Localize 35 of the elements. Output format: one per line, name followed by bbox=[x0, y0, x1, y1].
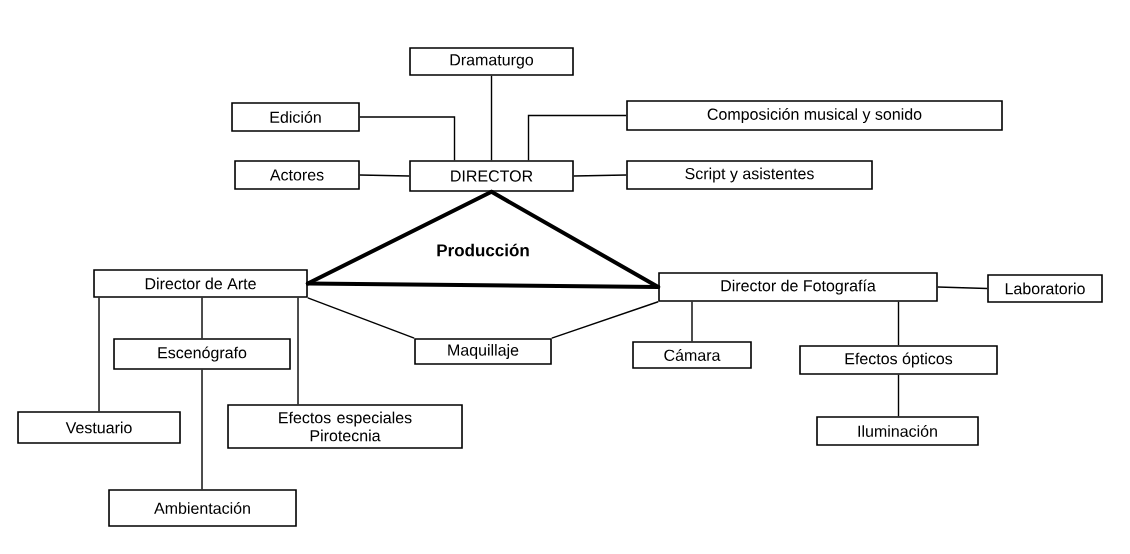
connector-line bbox=[527, 114, 627, 161]
box: Escenógrafo bbox=[113, 338, 291, 370]
connector-line bbox=[490, 75, 493, 161]
connector-line bbox=[359, 174, 410, 177]
connector-line bbox=[897, 301, 900, 346]
box: DIRECTOR bbox=[409, 160, 574, 192]
box: Edición bbox=[231, 102, 360, 132]
connector-line bbox=[305, 281, 661, 289]
box: Script y asistentes bbox=[626, 160, 873, 190]
connector-line bbox=[305, 189, 494, 286]
connector-line bbox=[201, 297, 203, 339]
box: Efectos ópticos bbox=[799, 345, 998, 375]
triangle-label: Producción bbox=[437, 243, 529, 257]
box: Laboratorio bbox=[987, 274, 1103, 303]
box: Composición musical y sonido bbox=[626, 100, 1003, 131]
connector-line bbox=[98, 297, 100, 412]
box: Iluminación bbox=[816, 416, 979, 446]
connector-line bbox=[551, 301, 659, 339]
connector-line bbox=[897, 374, 900, 417]
box: Vestuario bbox=[17, 411, 181, 444]
connector-line bbox=[359, 116, 456, 161]
connector-line bbox=[937, 286, 988, 290]
box: Efectos especiales Pirotecnia bbox=[227, 404, 463, 449]
box: Actores bbox=[234, 160, 360, 190]
connector-line bbox=[201, 369, 203, 490]
connector-line bbox=[297, 297, 299, 405]
connector-line bbox=[573, 174, 627, 177]
box: Director de Fotografía bbox=[658, 272, 938, 302]
box: Ambientación bbox=[108, 489, 297, 527]
box: Dramaturgo bbox=[409, 47, 574, 76]
box: Cámara bbox=[632, 341, 752, 369]
connector-line bbox=[691, 301, 693, 342]
box: Maquillaje bbox=[414, 338, 552, 365]
connector-line bbox=[307, 297, 415, 339]
box: Director de Arte bbox=[93, 269, 308, 298]
